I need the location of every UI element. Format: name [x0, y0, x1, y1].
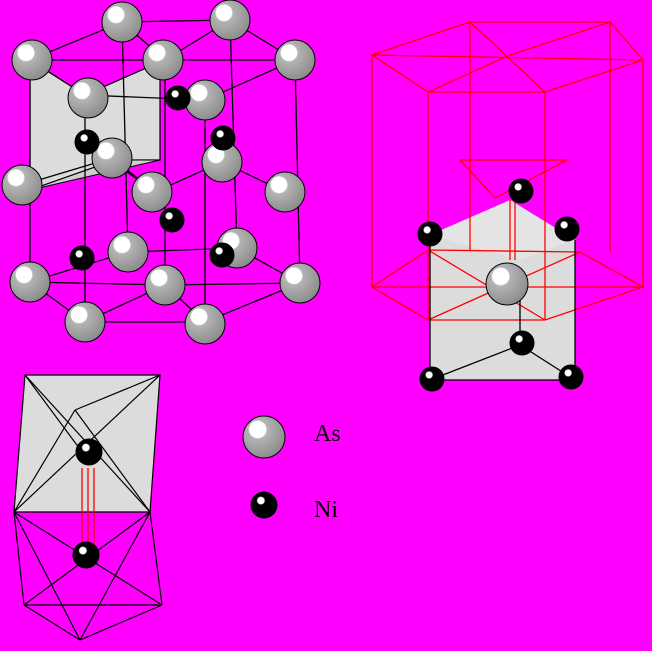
ni-atom — [74, 129, 100, 155]
as-atom — [485, 262, 529, 306]
ni-atom — [558, 364, 584, 390]
ni-atom — [165, 85, 191, 111]
octahedra-view — [13, 374, 163, 641]
as-atoms-lattice — [1, 0, 321, 345]
as-atom — [11, 39, 53, 81]
as-atom — [131, 171, 173, 213]
ni-atom — [417, 221, 443, 247]
ni-atoms-lattice — [69, 85, 236, 271]
ni-atom — [554, 216, 580, 242]
ni-atom — [508, 178, 534, 204]
as-atom — [1, 164, 43, 206]
ni-atom — [159, 207, 185, 233]
ni-atom — [210, 125, 236, 151]
as-atom — [279, 262, 321, 304]
ni-ni-bond — [81, 468, 95, 548]
ni-atom — [509, 330, 535, 356]
lattice-view — [1, 0, 321, 345]
legend-as-label: As — [314, 421, 341, 447]
as-atom — [67, 77, 109, 119]
as-atom — [101, 1, 143, 43]
ni-atom — [209, 242, 235, 268]
as-atom — [144, 264, 186, 306]
ni-atom — [75, 438, 103, 466]
as-atom — [142, 39, 184, 81]
as-atom — [64, 301, 106, 343]
as-atom — [209, 0, 251, 41]
ni-atom — [72, 541, 100, 569]
legend — [242, 415, 286, 519]
prism-view — [370, 21, 645, 392]
as-atom — [91, 137, 133, 179]
ni-atom — [419, 366, 445, 392]
prism-face-top — [430, 200, 575, 260]
as-atom — [107, 231, 149, 273]
as-atom-icon — [242, 415, 286, 459]
as-atom — [274, 39, 316, 81]
ni-atom — [69, 245, 95, 271]
red-unit-cell — [370, 21, 645, 321]
as-atom — [184, 79, 226, 121]
as-atom — [9, 261, 51, 303]
legend-ni-label: Ni — [314, 497, 338, 523]
as-atom — [184, 303, 226, 345]
as-atom — [264, 171, 306, 213]
ni-atom-icon — [250, 491, 278, 519]
